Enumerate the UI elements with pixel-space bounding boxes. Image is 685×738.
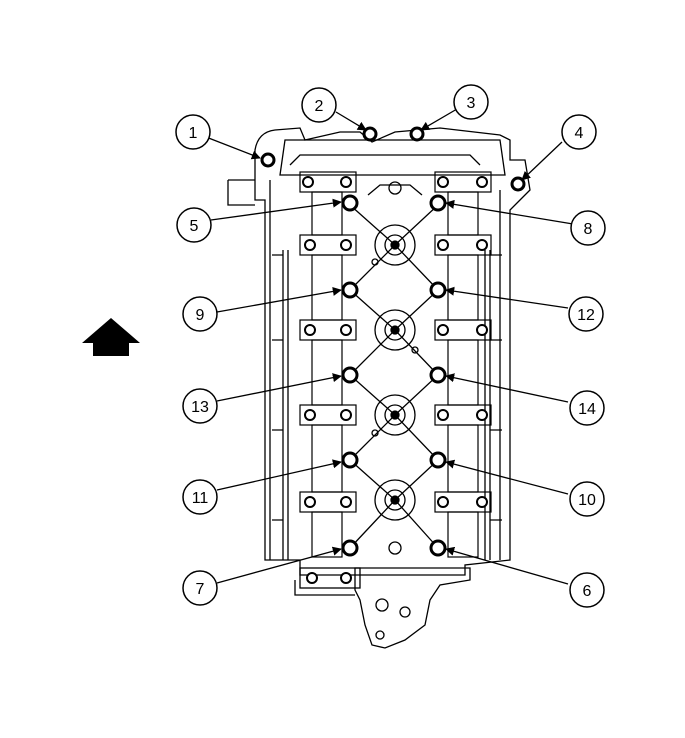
callout-label: 8 [584, 221, 593, 238]
spark-plug-bosses [349, 181, 439, 555]
callout-label: 11 [192, 490, 209, 507]
cap-bolts [302, 176, 488, 508]
callout-label: 5 [190, 218, 199, 235]
timing-cover [294, 567, 471, 649]
callout-label: 12 [577, 307, 595, 324]
callouts [175, 84, 606, 608]
callout-label: 13 [191, 399, 209, 416]
callout-label: 10 [578, 492, 596, 509]
callout-label: 14 [578, 401, 596, 418]
up-arrow-icon [82, 318, 140, 356]
callout-label: 6 [583, 583, 592, 600]
cylinder-head-outline [227, 127, 531, 576]
callout-label: 7 [196, 581, 205, 598]
numbered-bolts [260, 126, 526, 557]
callout-label: 4 [575, 125, 584, 142]
callout-label: 2 [315, 98, 324, 115]
callout-labels: 1 2 3 4 5 8 9 12 13 14 11 10 7 6 [189, 95, 596, 600]
callout-label: 1 [189, 125, 198, 142]
leader-lines [205, 108, 574, 585]
bearing-caps [299, 171, 492, 558]
callout-label: 9 [196, 307, 205, 324]
callout-label: 3 [467, 95, 476, 112]
